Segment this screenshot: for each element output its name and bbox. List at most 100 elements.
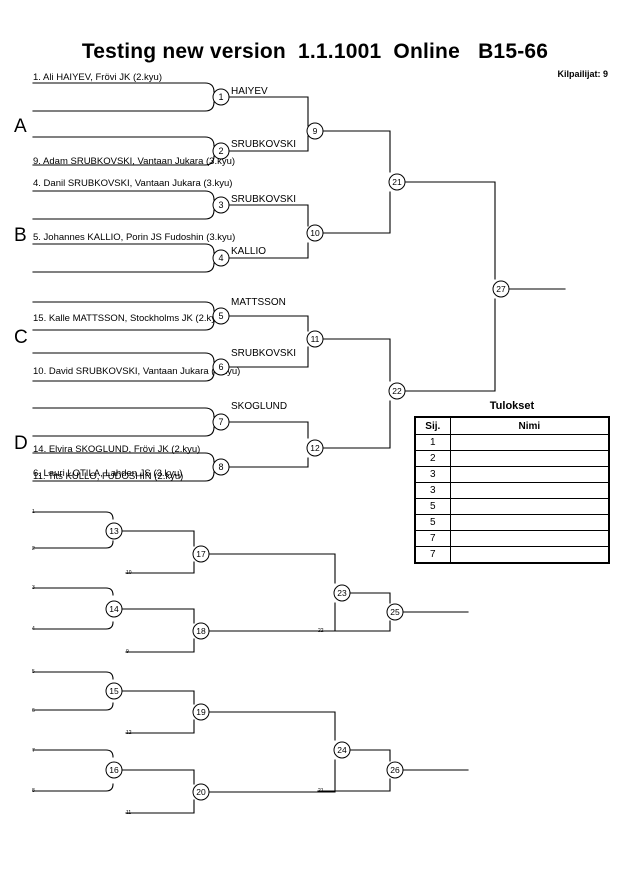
curve-m6-top — [204, 352, 215, 363]
match-number-11: 11 — [311, 334, 320, 344]
match-node-11[interactable] — [306, 330, 324, 348]
table-row[interactable]: 3 — [414, 466, 610, 483]
match-node-26[interactable] — [386, 761, 404, 779]
result-name[interactable] — [449, 450, 610, 467]
match-node-21[interactable] — [388, 173, 406, 191]
result-name[interactable] — [449, 530, 610, 547]
match-number-10: 10 — [310, 228, 320, 238]
curve-m4-bot — [204, 262, 215, 273]
match-node-3[interactable] — [212, 196, 230, 214]
match-number-13: 13 — [109, 526, 119, 536]
match-node-20[interactable] — [192, 783, 210, 801]
line-m23-to-m25 — [348, 592, 391, 604]
match-number-26: 26 — [390, 765, 400, 775]
match-number-19: 19 — [196, 707, 206, 717]
line-feed11-to-m20 — [125, 799, 195, 814]
result-name[interactable] — [449, 482, 610, 499]
match-number-9: 9 — [313, 126, 318, 136]
result-name[interactable] — [449, 434, 610, 451]
match-node-1[interactable] — [212, 88, 230, 106]
match-node-14[interactable] — [105, 600, 123, 618]
match-node-4[interactable] — [212, 249, 230, 267]
match-number-2: 2 — [218, 146, 223, 156]
line-m15-to-m19 — [121, 690, 195, 705]
result-name[interactable] — [449, 466, 610, 483]
match-number-16: 16 — [109, 765, 119, 775]
curve-m13-bot — [105, 540, 114, 549]
match-node-7[interactable] — [212, 413, 230, 431]
match-node-25[interactable] — [386, 603, 404, 621]
result-name[interactable] — [449, 546, 610, 564]
table-row[interactable]: 1 — [414, 434, 610, 451]
results-col-place: Sij. — [414, 416, 451, 435]
table-row[interactable]: 2 — [414, 450, 610, 467]
line-feed9-to-m18 — [125, 638, 195, 653]
curve-m1-top — [204, 82, 215, 93]
line-m21-to-m27 — [403, 181, 496, 280]
line-m3-to-m10 — [228, 204, 309, 227]
table-row[interactable]: 5 — [414, 498, 610, 515]
page-title: Testing new version 1.1.1001 Online B15-… — [81, 40, 549, 63]
results-panel: Tulokset Sij. Nimi 1 2 3 — [414, 400, 610, 564]
curve-m4-top — [204, 243, 215, 254]
match-node-24[interactable] — [333, 741, 351, 759]
feed-label-7: 7 — [32, 748, 35, 754]
match-node-9[interactable] — [306, 122, 324, 140]
match-number-14: 14 — [109, 604, 119, 614]
player-label-9: 11. Tits KULLO, FUDOSHIN (2.kyu) — [33, 471, 184, 482]
curve-m8-bot — [204, 471, 215, 482]
match-node-18[interactable] — [192, 622, 210, 640]
curve-m5-top — [204, 301, 215, 312]
match-number-18: 18 — [196, 626, 206, 636]
result-place: 7 — [414, 546, 451, 564]
player-label-7: 14. Elvira SKOGLUND, Frövi JK (2.kyu) — [33, 444, 201, 455]
table-row[interactable]: 7 — [414, 546, 610, 564]
curve-m13-top — [105, 511, 114, 520]
table-row[interactable]: 3 — [414, 482, 610, 499]
result-place: 7 — [414, 530, 451, 547]
match-node-15[interactable] — [105, 682, 123, 700]
match-number-24: 24 — [337, 745, 347, 755]
player-label-6: 10. David SRUBKOVSKI, Vantaan Jukara (3.… — [33, 366, 241, 377]
match-number-3: 3 — [218, 200, 223, 210]
table-row[interactable]: 5 — [414, 514, 610, 531]
line-feed10-to-m17 — [125, 561, 195, 574]
match-node-17[interactable] — [192, 545, 210, 563]
match-node-13[interactable] — [105, 522, 123, 540]
match-node-10[interactable] — [306, 224, 324, 242]
match-node-27[interactable] — [492, 280, 510, 298]
player-label-3: 4. Danil SRUBKOVSKI, Vantaan Jukara (3.k… — [33, 178, 233, 189]
match-node-8[interactable] — [212, 458, 230, 476]
results-header-row: Sij. Nimi — [414, 416, 610, 435]
section-letter-a: A — [14, 116, 27, 137]
match-node-23[interactable] — [333, 584, 351, 602]
player-label-5: 15. Kalle MATTSSON, Stockholms JK (2.kyu… — [33, 313, 225, 324]
match-node-22[interactable] — [388, 382, 406, 400]
line-feed21-to-m26 — [317, 778, 391, 792]
result-name[interactable] — [449, 514, 610, 531]
line-m11-to-m22 — [321, 338, 391, 382]
results-col-name: Nimi — [449, 416, 610, 435]
match-node-19[interactable] — [192, 703, 210, 721]
section-letter-b: B — [14, 225, 27, 246]
curve-m15-top — [105, 671, 114, 680]
result-name[interactable] — [449, 498, 610, 515]
match-number-21: 21 — [392, 177, 402, 187]
match-number-12: 12 — [310, 443, 320, 453]
result-place: 1 — [414, 434, 451, 451]
match-node-16[interactable] — [105, 761, 123, 779]
line-m6-to-m11 — [228, 346, 309, 368]
line-m8-to-m12 — [228, 457, 309, 468]
winner-label-m7: SKOGLUND — [231, 401, 288, 412]
line-m5-to-m11 — [228, 315, 309, 332]
table-row[interactable]: 7 — [414, 530, 610, 547]
results-body: 1 2 3 3 5 — [414, 434, 610, 564]
curve-m16-bot — [105, 783, 114, 792]
line-m7-to-m12 — [228, 421, 309, 439]
section-letter-c: C — [14, 327, 28, 348]
match-node-12[interactable] — [306, 439, 324, 457]
curve-m8-top — [204, 452, 215, 463]
line-m24-to-m26 — [348, 749, 391, 762]
player-label-8: 6. Lauri LOTILA, Lahden JS (3.kyu) — [33, 468, 183, 479]
curve-m3-top — [204, 190, 215, 201]
